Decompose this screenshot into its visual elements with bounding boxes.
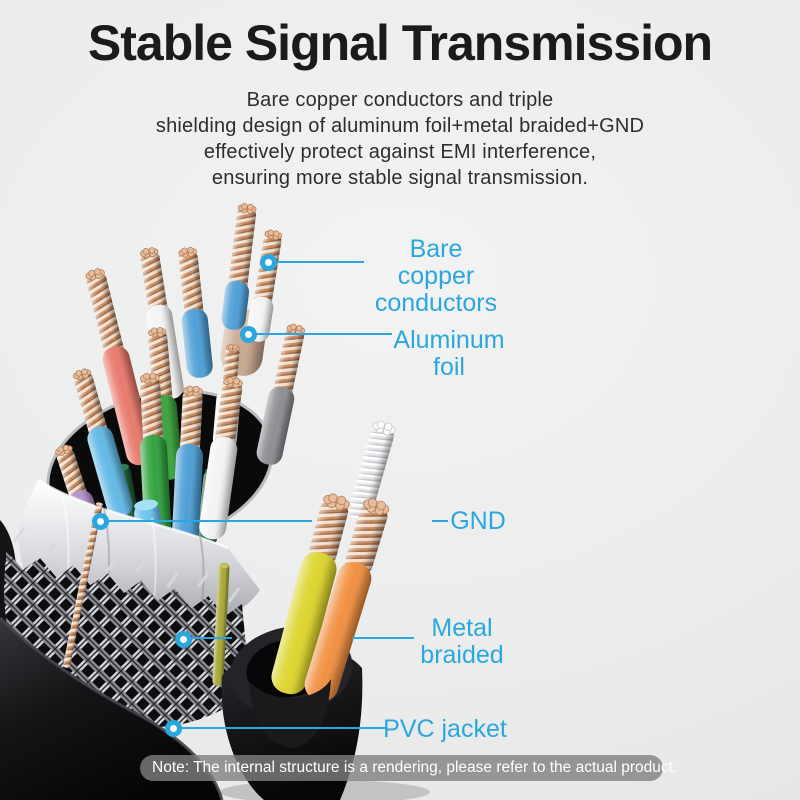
wire-orange — [304, 498, 390, 702]
callout-text: braided — [420, 641, 504, 669]
leader-line-gnd-left — [108, 520, 312, 522]
callout-dot-gnd — [92, 513, 109, 530]
callout-gnd: GND — [448, 508, 508, 535]
main-cable — [0, 203, 306, 800]
leader-line-metal-braided-right — [352, 637, 414, 639]
wire-gray — [256, 323, 306, 465]
description-line: shielding design of aluminum foil+metal … — [155, 115, 645, 137]
wire-cyan-back — [72, 368, 133, 518]
callout-dot-pvc-jacket — [165, 720, 182, 737]
callout-bare-copper: Bare copper conductors — [368, 236, 504, 317]
leader-line-aluminum-foil — [256, 333, 392, 335]
callout-dot-bare-copper — [260, 254, 277, 271]
wire-greenyellow-thin — [212, 562, 230, 686]
callout-text: foil — [433, 353, 465, 381]
note-bar: Note: The internal structure is a render… — [140, 755, 677, 781]
wire-gnd-white — [348, 420, 396, 522]
secondary-jacket-front-rim — [249, 679, 331, 748]
callout-text: Bare copper — [397, 235, 475, 290]
wire-blue-back — [178, 246, 213, 378]
callout-metal-braided: Metal braided — [406, 615, 518, 669]
callout-text: conductors — [374, 289, 498, 317]
description: Bare copper conductors and triple shield… — [0, 87, 800, 191]
wire-yellow — [271, 493, 351, 695]
callout-aluminum-foil: Aluminum foil — [384, 327, 514, 381]
callout-text: Metal — [431, 614, 493, 642]
gnd-drain-wire — [63, 502, 103, 668]
leader-line-metal-braided-left — [191, 637, 232, 639]
leader-line-gnd-right — [432, 520, 448, 522]
wire-white-front — [199, 376, 243, 540]
callout-pvc-jacket: PVC jacket — [380, 716, 510, 743]
description-line: Bare copper conductors and triple — [246, 89, 554, 111]
description-line: effectively protect against EMI interfer… — [203, 141, 597, 163]
callout-text: Aluminum — [393, 326, 505, 354]
wire-salmon — [85, 268, 154, 466]
leader-line-pvc-jacket — [181, 727, 386, 729]
wire-blue-front — [171, 385, 204, 552]
note-text: Note: The internal structure is a render… — [152, 759, 678, 776]
callout-dot-aluminum-foil — [240, 326, 257, 343]
callout-dot-metal-braided — [175, 631, 192, 648]
callout-text: GND — [450, 507, 506, 535]
page-title: Stable Signal Transmission — [87, 15, 713, 71]
wire-blue-tall — [221, 203, 257, 330]
leader-line-bare-copper — [274, 261, 364, 263]
callout-text: PVC jacket — [383, 715, 507, 743]
description-line: ensuring more stable signal transmission… — [211, 167, 589, 189]
